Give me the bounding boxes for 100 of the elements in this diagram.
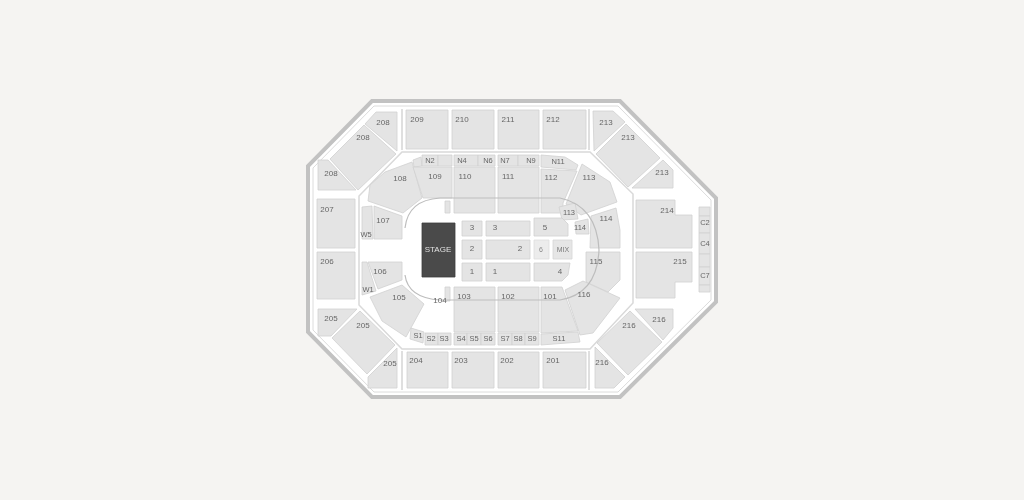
section-number: 202 bbox=[500, 357, 514, 365]
section-number: 205 bbox=[383, 360, 397, 368]
seating-section bbox=[498, 167, 539, 213]
seating-section bbox=[565, 281, 620, 335]
seating-section bbox=[452, 352, 494, 388]
section-number: 114 bbox=[599, 215, 613, 223]
section-number: 2 bbox=[517, 245, 523, 253]
section-number: 215 bbox=[673, 258, 687, 266]
seating-section bbox=[699, 207, 710, 216]
seating-section bbox=[406, 110, 448, 149]
stage bbox=[422, 223, 455, 277]
seating-section bbox=[498, 287, 539, 332]
section-number: 3 bbox=[492, 224, 498, 232]
seating-section bbox=[635, 309, 673, 340]
section-number: 216 bbox=[595, 359, 609, 367]
section-number: 213 bbox=[621, 134, 635, 142]
seating-section bbox=[360, 206, 373, 240]
seating-section bbox=[486, 240, 530, 259]
seating-section bbox=[541, 332, 580, 345]
seating-section bbox=[410, 328, 424, 343]
seating-section bbox=[374, 206, 402, 239]
section-number: 109 bbox=[428, 173, 442, 181]
section-number: 101 bbox=[543, 293, 557, 301]
section-number: 112 bbox=[544, 174, 558, 182]
section-number: 110 bbox=[458, 173, 472, 181]
seating-section bbox=[699, 216, 711, 233]
section-number: 115 bbox=[589, 258, 603, 266]
seating-section bbox=[534, 218, 568, 236]
seating-section bbox=[699, 267, 711, 285]
seating-section bbox=[368, 348, 399, 388]
section-number: 204 bbox=[409, 357, 423, 365]
section-number: 216 bbox=[622, 322, 636, 330]
section-number: 208 bbox=[324, 170, 338, 178]
seating-section bbox=[452, 110, 494, 149]
section-number: 2 bbox=[469, 245, 475, 253]
section-number: 102 bbox=[501, 293, 515, 301]
seating-section bbox=[486, 221, 530, 236]
seating-section bbox=[541, 155, 578, 170]
section-number: 107 bbox=[376, 217, 390, 225]
section-number: 206 bbox=[320, 258, 334, 266]
section-number: 5 bbox=[542, 224, 548, 232]
section-number: 207 bbox=[320, 206, 334, 214]
seating-section bbox=[445, 201, 450, 213]
seating-section bbox=[486, 263, 530, 281]
seating-section bbox=[438, 155, 452, 166]
section-number: 106 bbox=[373, 268, 387, 276]
seating-section bbox=[543, 110, 586, 149]
stage-label: STAGE bbox=[424, 246, 452, 254]
seating-section bbox=[636, 200, 692, 248]
seating-section bbox=[462, 221, 482, 236]
seating-section bbox=[478, 155, 495, 166]
seating-section bbox=[543, 352, 586, 388]
seating-section bbox=[454, 167, 495, 213]
mix-position bbox=[553, 240, 572, 259]
seating-section bbox=[699, 233, 711, 254]
seating-section bbox=[636, 252, 692, 298]
seating-section bbox=[572, 219, 589, 234]
section-number: 209 bbox=[410, 116, 424, 124]
section-number: 104 bbox=[433, 297, 447, 305]
seating-section bbox=[431, 287, 450, 306]
seating-section bbox=[559, 203, 578, 220]
section-number: 212 bbox=[546, 116, 560, 124]
section-number: 213 bbox=[599, 119, 613, 127]
section-number: 105 bbox=[392, 294, 406, 302]
seating-section bbox=[632, 160, 673, 188]
seating-section bbox=[498, 352, 539, 388]
seating-section bbox=[362, 262, 376, 295]
seating-section bbox=[518, 155, 539, 166]
seating-section bbox=[498, 110, 539, 149]
section-number: 111 bbox=[501, 173, 515, 181]
seating-section bbox=[593, 347, 625, 388]
section-number: 3 bbox=[469, 224, 475, 232]
section-number: 201 bbox=[546, 357, 560, 365]
section-number: 116 bbox=[577, 291, 591, 299]
section-number: 108 bbox=[393, 175, 407, 183]
seating-section bbox=[454, 155, 478, 166]
section-number: 208 bbox=[356, 134, 370, 142]
section-number: 113 bbox=[582, 174, 596, 182]
seating-section bbox=[407, 352, 448, 388]
seating-section bbox=[462, 263, 482, 281]
seating-section bbox=[534, 240, 549, 259]
section-number: 216 bbox=[652, 316, 666, 324]
section-number: 211 bbox=[501, 116, 515, 124]
seating-section bbox=[454, 287, 495, 332]
section-number: 213 bbox=[655, 169, 669, 177]
section-number: 1 bbox=[492, 268, 498, 276]
section-number: 205 bbox=[324, 315, 338, 323]
seating-section bbox=[534, 263, 570, 281]
seating-section bbox=[498, 155, 518, 166]
seating-section bbox=[462, 240, 482, 259]
section-number: 205 bbox=[356, 322, 370, 330]
seating-section bbox=[699, 285, 710, 292]
seating-section bbox=[699, 254, 710, 267]
section-number: 4 bbox=[557, 268, 563, 276]
seating-section bbox=[317, 252, 355, 299]
seating-section bbox=[318, 309, 357, 336]
section-number: 203 bbox=[454, 357, 468, 365]
section-number: 214 bbox=[660, 207, 674, 215]
section-number: 208 bbox=[376, 119, 390, 127]
seating-section bbox=[317, 199, 355, 248]
